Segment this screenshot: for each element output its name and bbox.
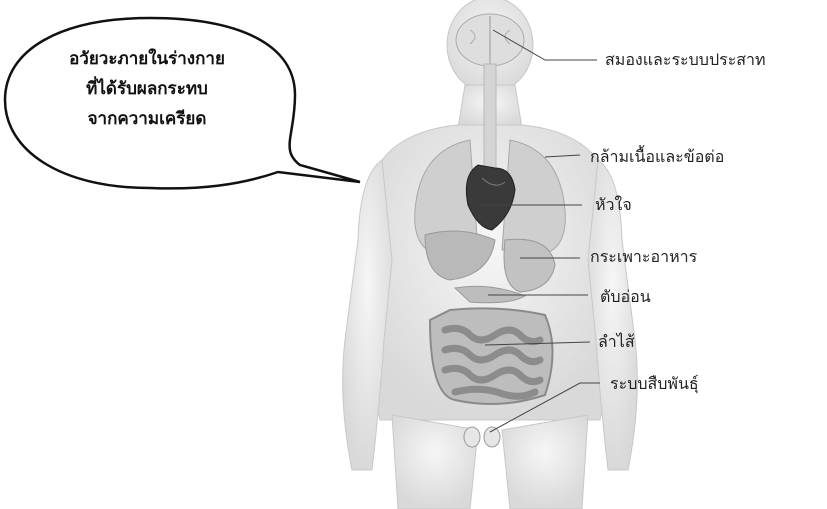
spine-shape bbox=[484, 64, 496, 174]
callout-line-2: ที่ได้รับผลกระทบ bbox=[22, 74, 272, 104]
callout-text: อวัยวะภายในร่างกาย ที่ได้รับผลกระทบ จากค… bbox=[22, 44, 272, 134]
label-brain: สมองและระบบประสาท bbox=[605, 48, 766, 73]
brain-shape bbox=[456, 14, 524, 66]
callout-line-3: จากความเครียด bbox=[22, 104, 272, 134]
label-pancreas: ตับอ่อน bbox=[600, 285, 651, 310]
label-stomach: กระเพาะอาหาร bbox=[590, 245, 697, 270]
label-intestine: ลำไส้ bbox=[598, 330, 635, 355]
callout-line-1: อวัยวะภายในร่างกาย bbox=[22, 44, 272, 74]
label-reproductive: ระบบสืบพันธุ์ bbox=[610, 372, 699, 397]
intestines-shape bbox=[430, 308, 553, 404]
label-muscles: กล้ามเนื้อและข้อต่อ bbox=[590, 145, 724, 170]
label-heart: หัวใจ bbox=[595, 193, 632, 218]
